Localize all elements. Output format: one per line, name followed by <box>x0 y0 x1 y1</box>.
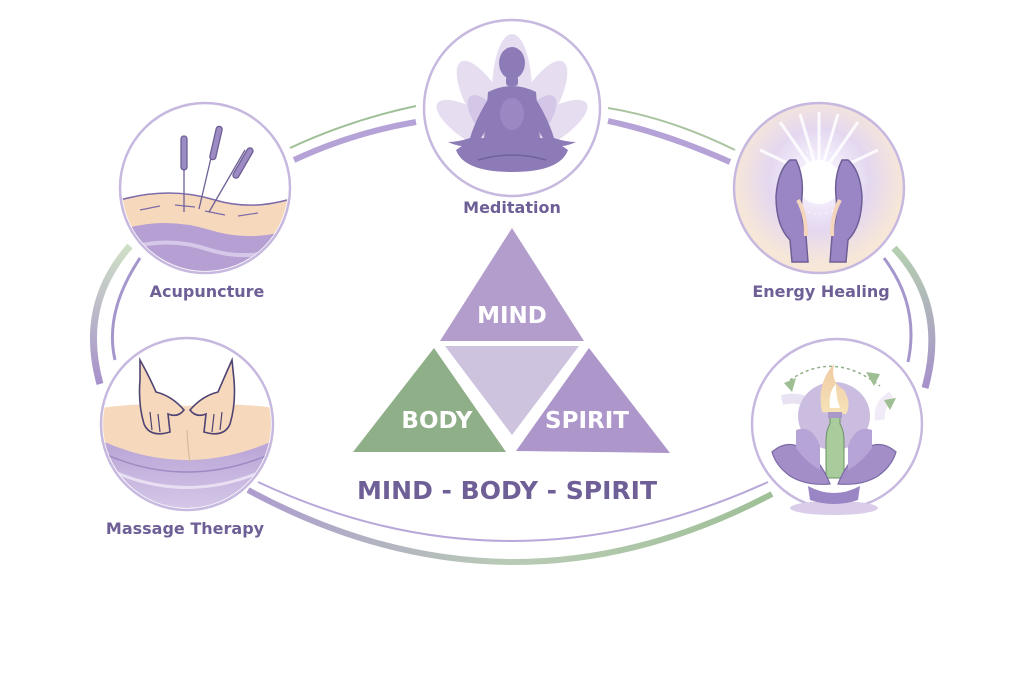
arc-bottom-thick <box>246 487 774 565</box>
triangle-center <box>445 346 579 435</box>
practice-label-energy-healing: Energy Healing <box>752 282 889 301</box>
aromatherapy-flame-bottle-icon <box>771 364 897 515</box>
practice-node-acupuncture[interactable]: Acupuncture <box>118 101 300 301</box>
practice-label-massage-therapy: Massage Therapy <box>106 519 265 538</box>
practice-node-aromatherapy[interactable] <box>750 337 924 515</box>
arc-left-inner <box>110 257 142 361</box>
meditation-icon <box>436 34 588 172</box>
triangle-label-mind: MIND <box>477 303 547 329</box>
arc-right-inner <box>882 257 913 363</box>
arc-bottom-thin <box>257 481 769 542</box>
energy-healing-hands-icon <box>759 112 879 263</box>
arc-top-left-thin <box>289 105 417 149</box>
practice-label-meditation: Meditation <box>463 198 561 217</box>
arc-top-left-thick <box>292 119 417 163</box>
practice-node-massage-therapy[interactable]: Massage Therapy <box>99 336 275 538</box>
connector-arcs <box>89 105 936 565</box>
diagram-title: MIND - BODY - SPIRIT <box>357 476 657 505</box>
triangle-spirit[interactable] <box>516 348 670 453</box>
mind-body-spirit-triangle: MIND BODY SPIRIT <box>353 228 670 453</box>
triangle-mind[interactable] <box>440 228 584 341</box>
practice-label-acupuncture: Acupuncture <box>150 282 265 301</box>
arc-right-outer <box>891 245 936 389</box>
arc-left-outer <box>89 243 133 385</box>
arc-top-right-thin <box>607 107 736 151</box>
arc-top-right-thick <box>607 118 732 165</box>
triangle-body[interactable] <box>353 348 506 452</box>
triangle-label-body: BODY <box>401 408 473 434</box>
triangle-label-spirit: SPIRIT <box>545 408 629 434</box>
practice-node-meditation[interactable]: Meditation <box>422 18 602 217</box>
practice-node-energy-healing[interactable]: Energy Healing <box>732 101 906 301</box>
